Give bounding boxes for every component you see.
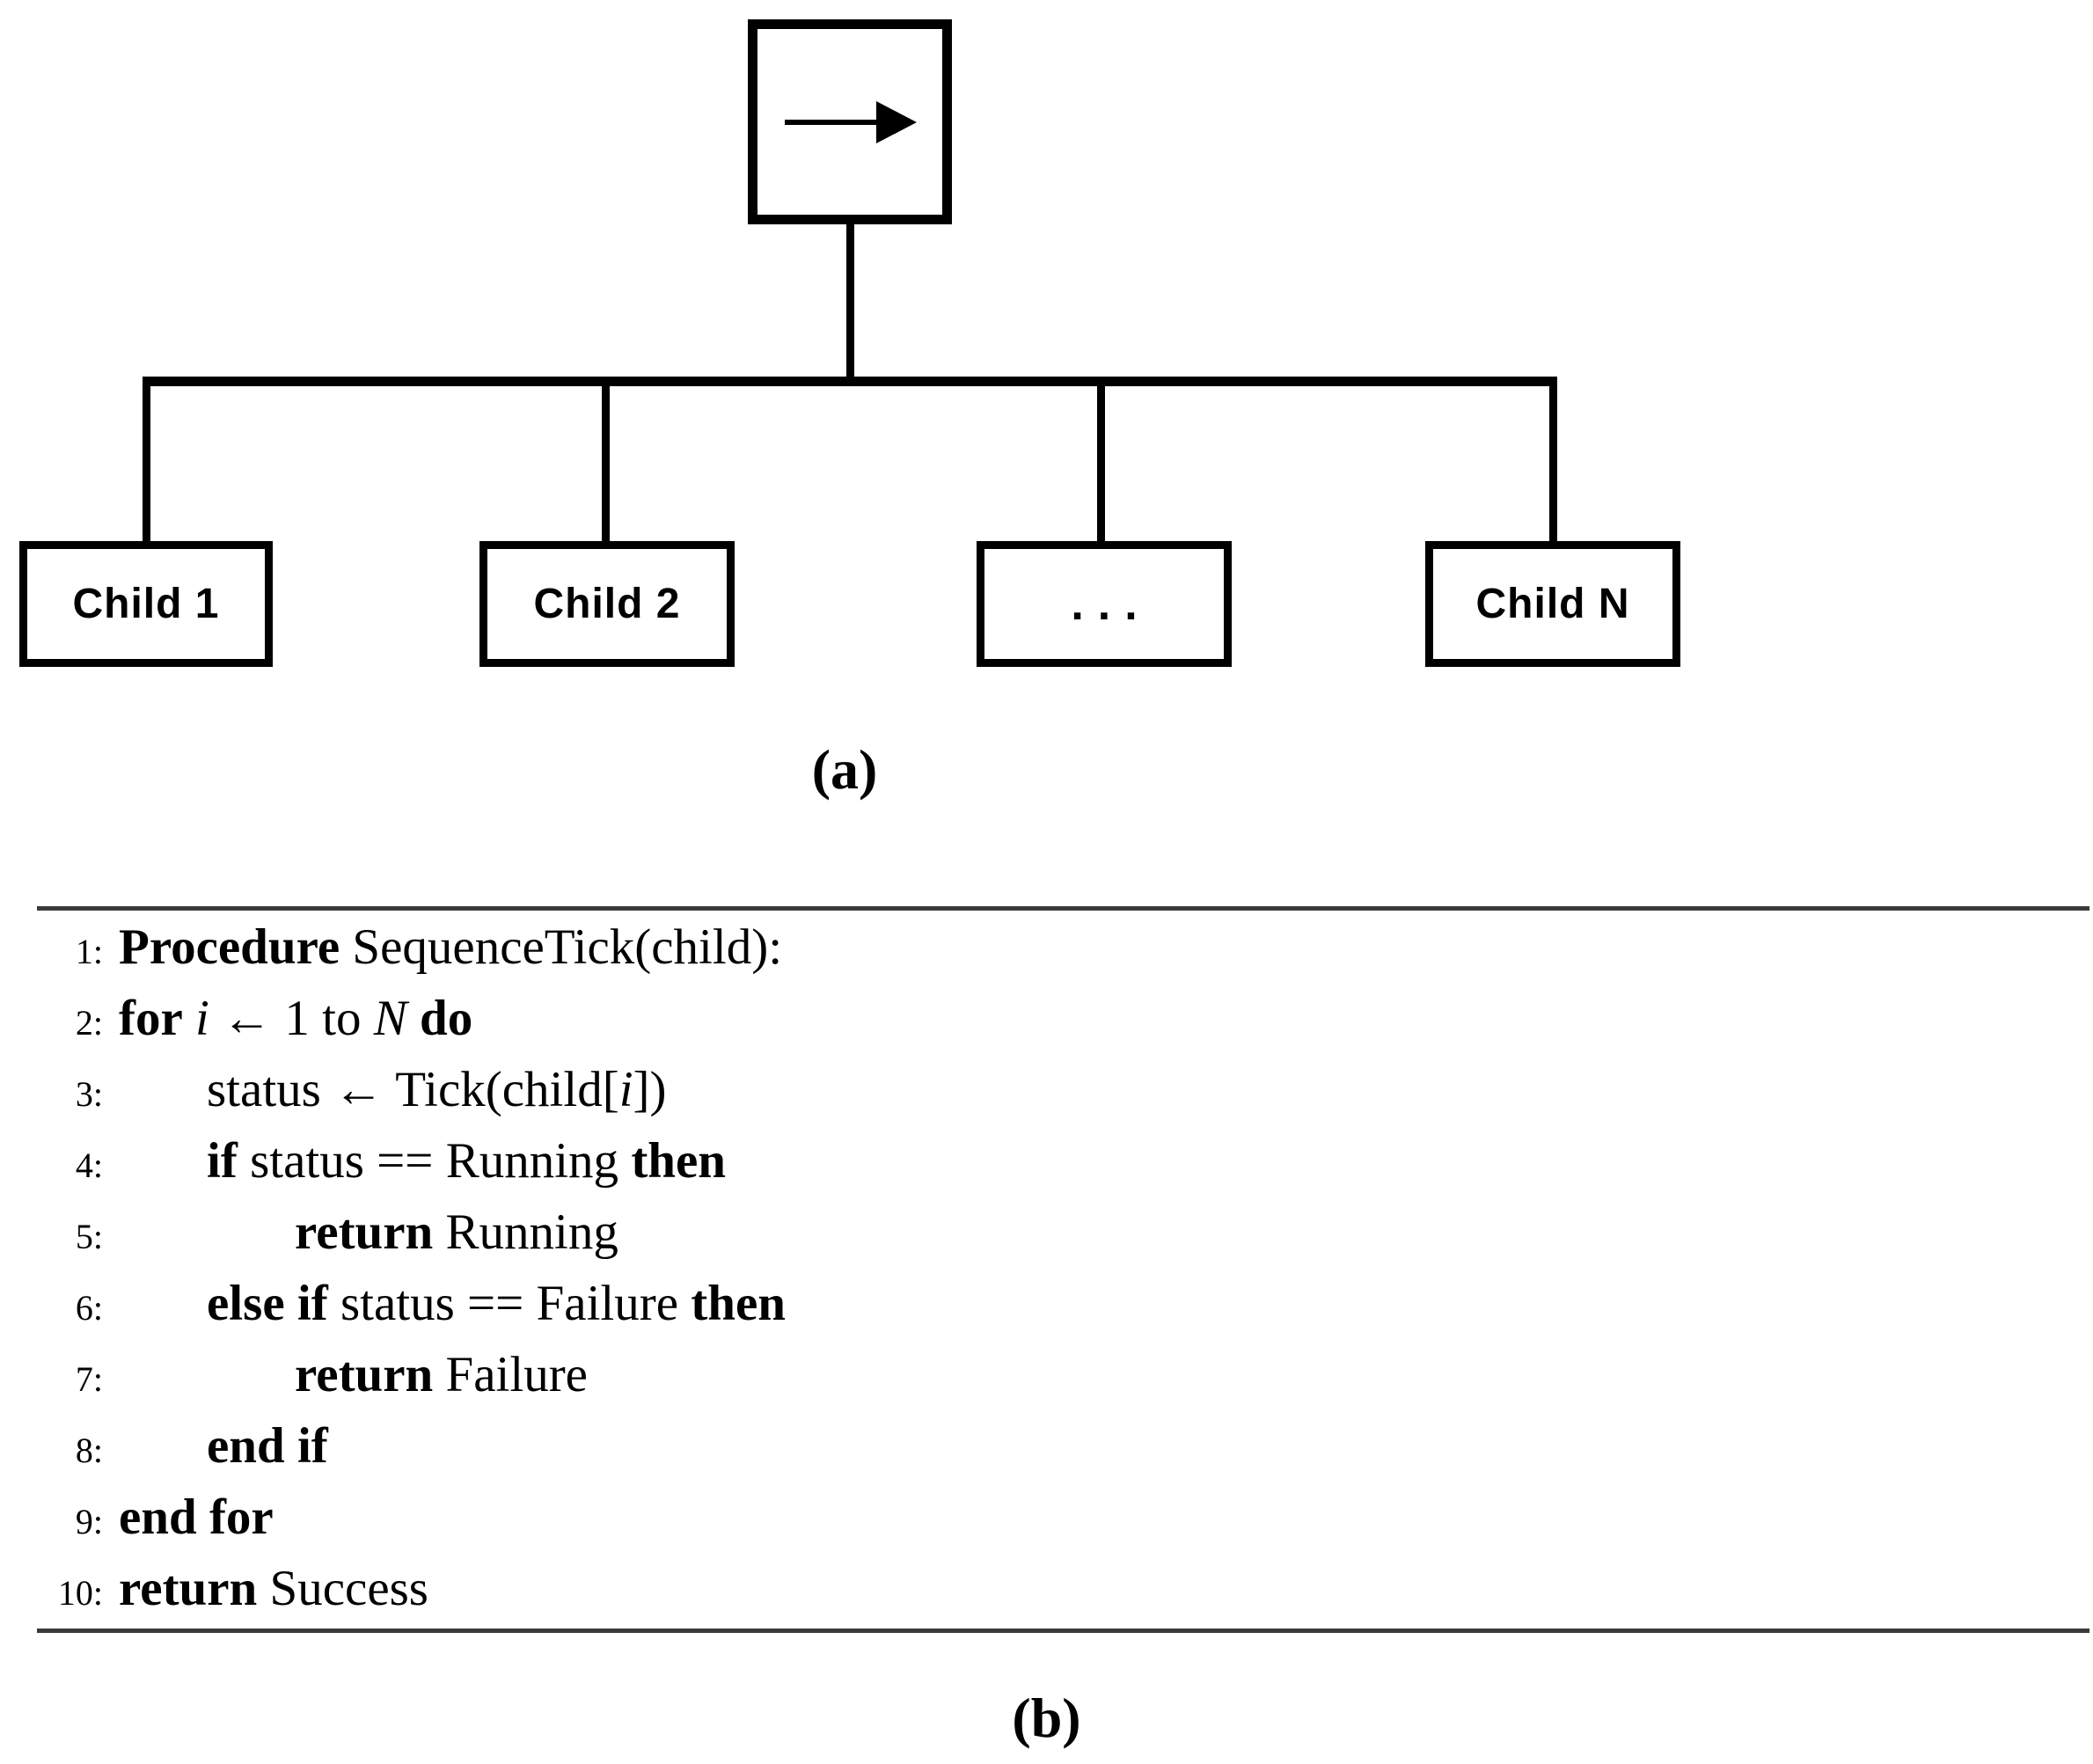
line-text: for i ← 1 to N do (119, 991, 473, 1046)
child-n-box: Child N (1425, 541, 1680, 667)
line-number: 5: (75, 1217, 103, 1256)
child-1-box: Child 1 (19, 541, 273, 667)
panel-b-label: (b) (1012, 1687, 1081, 1749)
algorithm-line-3: 3: status ← Tick(child[i]) (37, 1054, 2087, 1125)
line-text: status ← Tick(child[i]) (207, 1062, 667, 1117)
algorithm-lines: 1: Procedure SequenceTick(child): 2: for i … (37, 911, 2087, 1624)
algorithm-bottom-rule (37, 1629, 2089, 1633)
right-arrow-icon (785, 100, 917, 143)
connector-child-2 (602, 381, 610, 545)
algorithm-line-2: 2: for i ← 1 to N do (37, 983, 2087, 1054)
child-1-label: Child 1 (72, 581, 220, 627)
connector-child-n (1549, 381, 1557, 545)
line-number: 6: (75, 1288, 103, 1328)
line-number: 8: (75, 1431, 103, 1470)
line-number: 4: (75, 1146, 103, 1185)
child-n-label: Child N (1475, 581, 1630, 627)
line-text: else if status == Failure then (207, 1276, 786, 1331)
line-number: 7: (75, 1359, 103, 1399)
panel-a-label: (a) (811, 738, 878, 801)
line-text: end if (207, 1418, 328, 1474)
line-text: end for (119, 1490, 274, 1545)
child-ellipsis-label: ... (1071, 578, 1152, 630)
algorithm-line-7: 7: return Failure (37, 1339, 2087, 1410)
connector-root-stem (846, 220, 854, 381)
algorithm-top-rule (37, 906, 2089, 911)
child-2-label: Child 2 (533, 581, 681, 627)
algorithm-line-1: 1: Procedure SequenceTick(child): (37, 911, 2087, 983)
algorithm-line-9: 9: end for (37, 1482, 2087, 1553)
algorithm-line-8: 8: end if (37, 1410, 2087, 1482)
algorithm-line-4: 4: if status == Running then (37, 1125, 2087, 1197)
line-text: Procedure SequenceTick(child): (119, 919, 783, 975)
connector-horizontal-bar (143, 377, 1557, 386)
algorithm-line-10: 10: return Success (37, 1553, 2087, 1624)
connector-child-ellipsis (1097, 381, 1105, 545)
line-number: 1: (75, 932, 103, 971)
line-text: return Running (295, 1204, 618, 1260)
line-number: 2: (75, 1003, 103, 1043)
line-number: 10: (57, 1573, 103, 1613)
line-number: 9: (75, 1502, 103, 1541)
line-text: return Success (119, 1561, 428, 1616)
child-2-box: Child 2 (479, 541, 735, 667)
algorithm-line-5: 5: return Running (37, 1197, 2087, 1268)
connector-child-1 (143, 381, 150, 545)
sequence-root-node (748, 19, 952, 224)
child-ellipsis-box: ... (977, 541, 1232, 667)
line-text: return Failure (295, 1347, 588, 1402)
line-text: if status == Running then (207, 1133, 726, 1189)
line-number: 3: (75, 1074, 103, 1114)
algorithm-line-6: 6: else if status == Failure then (37, 1268, 2087, 1339)
